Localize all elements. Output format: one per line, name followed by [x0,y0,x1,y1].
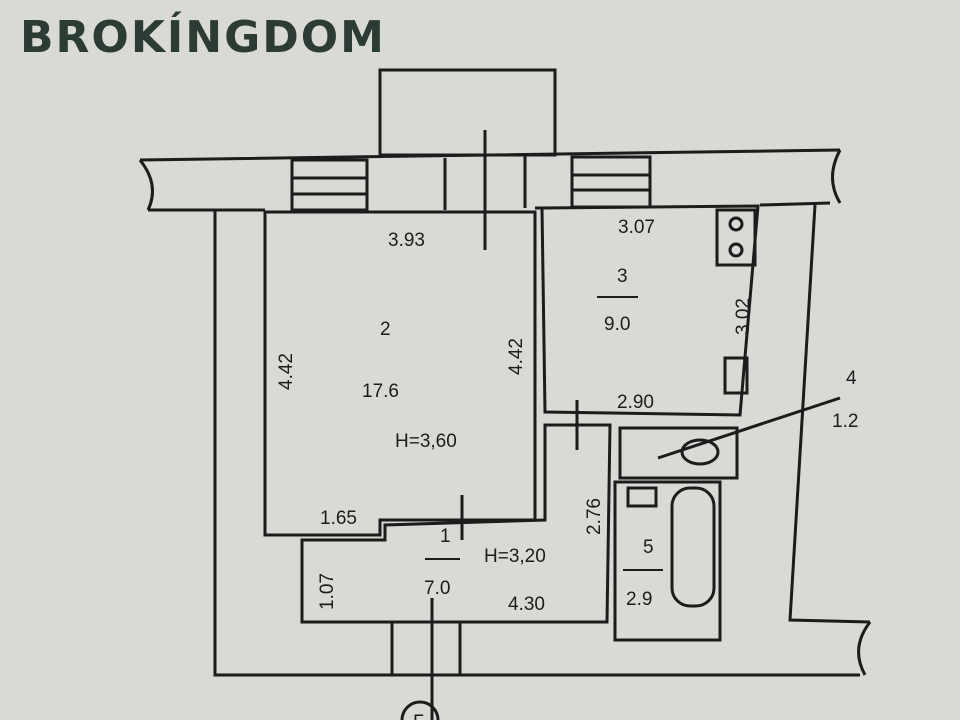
balcony [378,68,557,157]
room-5-outline [613,480,722,642]
room-2-height: H=3,60 [395,431,457,452]
burner-icon [728,216,744,232]
bathtub-icon [670,486,716,608]
axis-marker: Б [413,712,425,720]
wall-break-right [831,149,842,204]
room-3-area: 9.0 [604,314,630,335]
room-5-area: 2.9 [626,589,652,610]
wall-break-left [138,159,154,211]
wall-break-bottom [857,621,872,676]
room-4-outline [618,426,739,480]
room-5-number: 5 [643,537,654,558]
walls [138,68,872,720]
dim-room3-right: 3.02 [733,298,754,335]
washbasin-icon [626,486,658,508]
dim-room2-right: 4.42 [506,338,527,375]
room-1-outline [300,423,612,624]
outer-wall [213,210,860,677]
dim-room3-bottom: 2.90 [617,392,654,413]
room-2-outline [263,210,537,537]
burner-icon [728,242,744,258]
sink [723,356,749,395]
dim-room2-bottom: 1.65 [320,508,357,529]
window-room3 [570,155,652,209]
window-room2 [290,158,369,212]
room-3-outline [540,204,760,417]
dim-room2-left: 4.42 [276,353,297,390]
watermark: BROKÍNGDOM [20,10,386,63]
dim-room3-top: 3.07 [618,217,655,238]
leader-line [657,396,841,460]
axis-marker-circle [400,700,440,720]
room-1-area: 7.0 [424,578,450,599]
labels: 3.93 4.42 4.42 2 17.6 H=3,60 1.65 3.07 3… [276,217,858,720]
room-1-number: 1 [440,526,451,547]
dim-corridor: 2.76 [584,498,605,535]
dim-room2-top: 3.93 [388,230,425,251]
room-4-area: 1.2 [832,411,858,432]
right-wall [788,204,871,624]
dim-room1-bottom: 4.30 [508,594,545,615]
dim-room1-left: 1.07 [317,573,338,610]
stove [715,208,757,267]
room-2-number: 2 [380,319,391,340]
room-4-number: 4 [846,368,857,389]
top-wall [139,148,841,212]
room-2-area: 17.6 [362,381,399,402]
room-1-height: H=3,20 [484,546,546,567]
toilet-icon [680,438,720,466]
room-3-number: 3 [617,266,628,287]
